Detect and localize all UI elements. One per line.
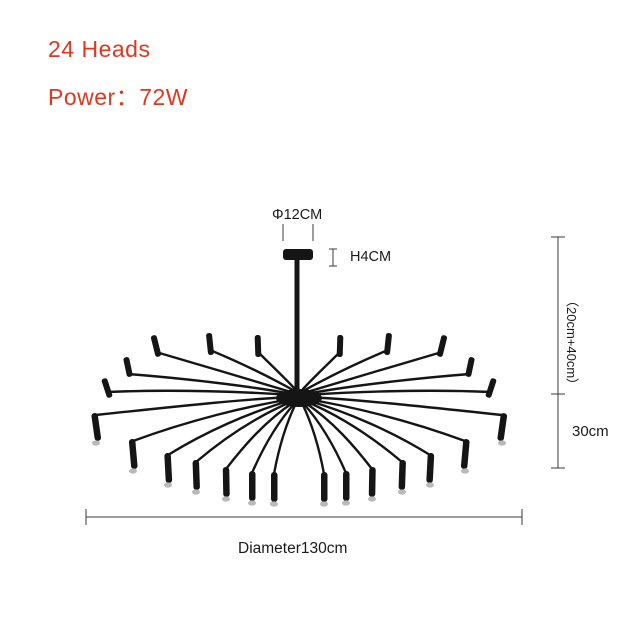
product-power-title: Power：72W <box>48 84 188 110</box>
lamp-rods-upper <box>101 332 497 398</box>
fixture-height-label: 30cm <box>572 423 609 440</box>
dimension-guides <box>85 224 565 525</box>
arm-group-left <box>94 348 298 476</box>
canopy-diameter-label: Φ12CM <box>272 207 323 223</box>
diameter-label: Diameter130cm <box>238 540 348 557</box>
lamp-rods-lower <box>91 413 508 507</box>
drop-length-label: （20cm+40cm） <box>564 294 579 392</box>
product-heads-title: 24 Heads <box>48 36 151 62</box>
ceiling-canopy <box>283 249 313 260</box>
suspension-stem <box>294 259 300 389</box>
chandelier-fixture <box>91 249 508 507</box>
arm-group-right <box>300 348 504 476</box>
canopy-height-label: H4CM <box>350 249 392 265</box>
